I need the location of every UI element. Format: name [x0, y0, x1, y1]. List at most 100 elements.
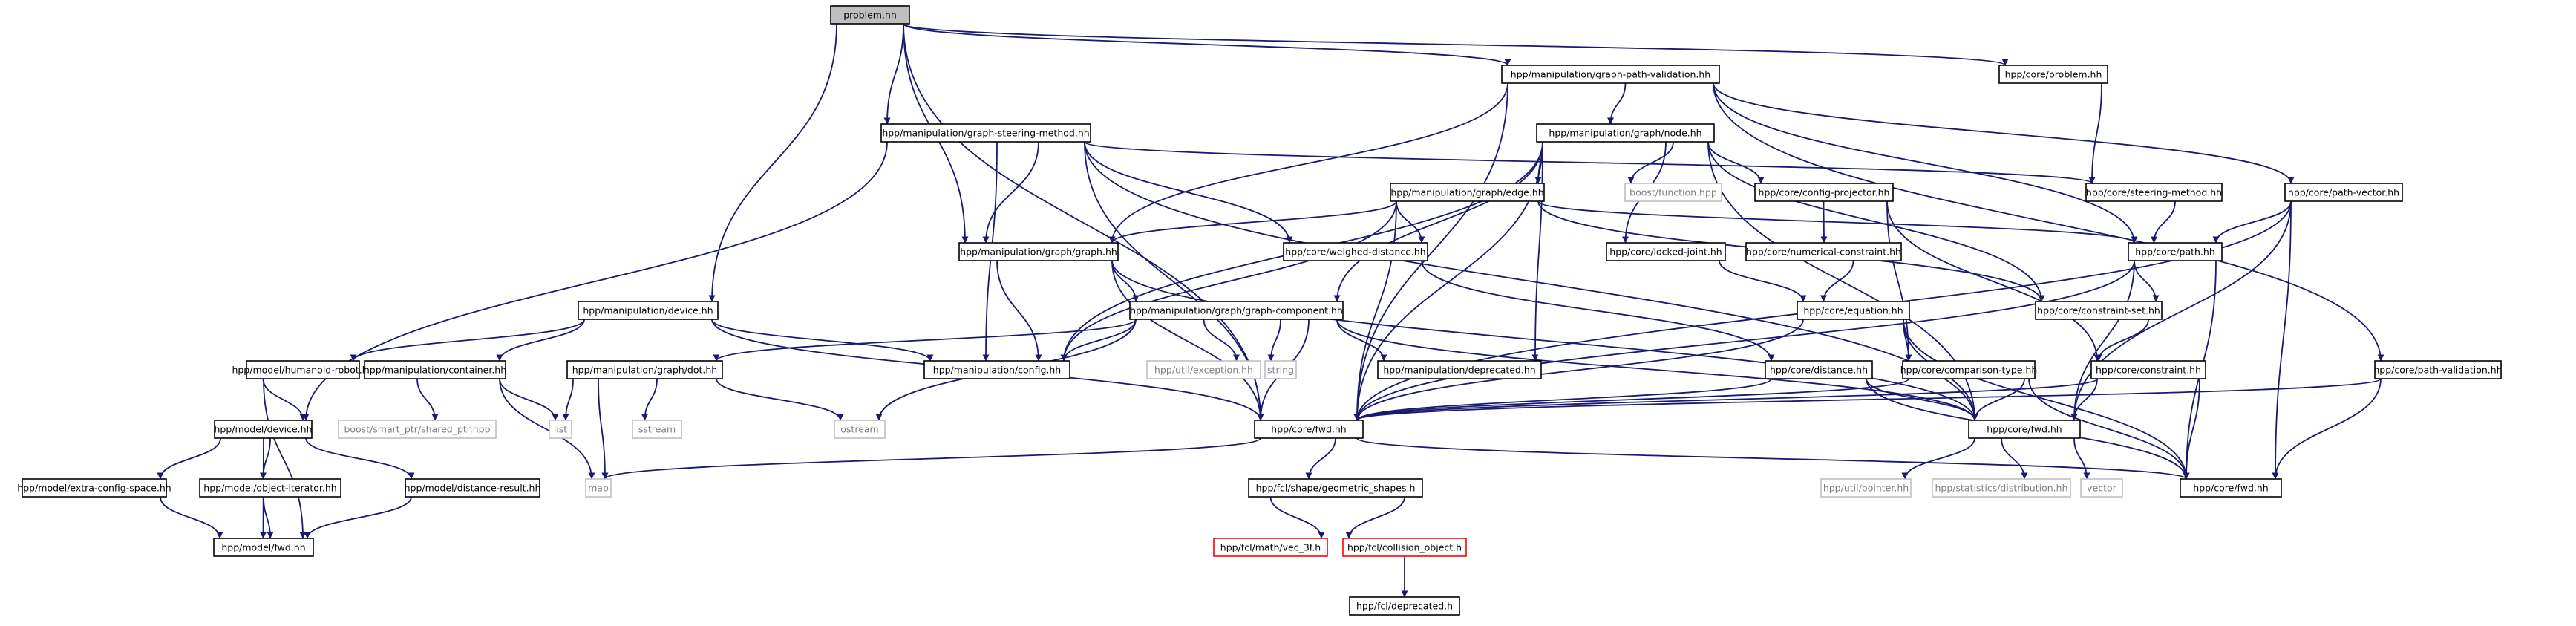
edge-comparison_type-to-core_fwd	[1353, 378, 1909, 421]
node-core_fwd[interactable]: hpp/core/fwd.hh	[1254, 420, 1364, 439]
node-graph_path_validation[interactable]: hpp/manipulation/graph-path-validation.h…	[1501, 65, 1720, 84]
node-core_distance[interactable]: hpp/core/distance.hh	[1765, 360, 1873, 379]
node-list[interactable]: list	[549, 420, 572, 439]
node-manip_deprecated[interactable]: hpp/manipulation/deprecated.hh	[1377, 360, 1542, 379]
node-manip_config[interactable]: hpp/manipulation/config.hh	[923, 360, 1070, 379]
node-statistics_distribution[interactable]: hpp/statistics/distribution.hh	[1932, 478, 2071, 498]
node-box	[1129, 301, 1344, 320]
node-vector[interactable]: vector	[2080, 478, 2123, 498]
edge-core_fwd-to-map	[601, 437, 1261, 480]
edge-constraints_fwd-to-util_pointer	[1901, 437, 1975, 480]
edge-path_validation-to-core_fwd2	[2272, 378, 2382, 480]
edge-core_equation-to-core_fwd2	[1903, 319, 2190, 480]
edge-manip_container-to-boost_shared_ptr	[416, 378, 439, 421]
node-config_projector[interactable]: hpp/core/config-projector.hh	[1754, 183, 1894, 202]
node-box	[1213, 538, 1328, 557]
edge-path_validation-to-core_fwd	[1353, 378, 2382, 421]
node-box	[22, 478, 167, 498]
node-model_device[interactable]: hpp/model/device.hh	[214, 420, 313, 439]
node-box	[405, 478, 540, 498]
node-manip_container[interactable]: hpp/manipulation/container.hh	[364, 360, 506, 379]
node-core_fwd2[interactable]: hpp/core/fwd.hh	[2180, 478, 2282, 498]
node-steering_method[interactable]: hpp/core/steering-method.hh	[2085, 183, 2223, 202]
node-graph_edge[interactable]: hpp/manipulation/graph/edge.hh	[1390, 183, 1545, 202]
node-graph_graph[interactable]: hpp/manipulation/graph/graph.hh	[958, 242, 1119, 261]
node-constraints_fwd[interactable]: hpp/core/fwd.hh	[1968, 420, 2081, 439]
node-box	[1501, 65, 1720, 84]
node-label: hpp/manipulation/graph/graph-component.h…	[1130, 305, 1343, 316]
node-core_constraint[interactable]: hpp/core/constraint.hh	[2090, 360, 2206, 379]
node-fcl_collision_object[interactable]: hpp/fcl/collision_object.h	[1342, 538, 1467, 557]
node-distance_result[interactable]: hpp/model/distance-result.hh	[405, 478, 541, 498]
node-core_equation[interactable]: hpp/core/equation.hh	[1797, 301, 1910, 320]
edge-constraint_set-to-core_constraint	[2095, 319, 2149, 362]
edge-graph_component-to-manip_deprecated	[1336, 319, 1387, 362]
node-label: ostream	[840, 424, 878, 435]
node-weighed_distance[interactable]: hpp/core/weighed-distance.hh	[1283, 242, 1428, 261]
node-path_validation[interactable]: hpp/core/path-validation.hh	[2373, 360, 2503, 379]
node-path_vector[interactable]: hpp/core/path-vector.hh	[2284, 183, 2403, 202]
node-label: hpp/manipulation/device.hh	[583, 305, 713, 316]
node-box	[958, 242, 1119, 261]
edge-core_path-to-constraint_set	[2134, 260, 2160, 302]
node-box	[2080, 478, 2123, 498]
edge-distance_result-to-model_fwd	[304, 496, 412, 539]
node-model_extra_config[interactable]: hpp/model/extra-config-space.hh	[17, 478, 171, 498]
node-fcl_geometric_shapes[interactable]: hpp/fcl/shape/geometric_shapes.h	[1248, 478, 1423, 498]
edge-graph_dot-to-sstream	[641, 378, 658, 421]
node-numerical_constraint[interactable]: hpp/core/numerical-constraint.hh	[1745, 242, 1902, 261]
edge-graph_component-to-string	[1267, 319, 1281, 362]
node-label: hpp/core/constraint.hh	[2096, 365, 2201, 376]
node-box	[364, 360, 506, 379]
node-label: hpp/core/numerical-constraint.hh	[1746, 247, 1901, 258]
node-fcl_deprecated[interactable]: hpp/fcl/deprecated.h	[1349, 596, 1460, 616]
node-model_fwd[interactable]: hpp/model/fwd.hh	[213, 538, 314, 557]
node-problem_hh[interactable]: problem.hh	[830, 5, 910, 25]
node-label: map	[588, 483, 609, 494]
node-core_problem[interactable]: hpp/core/problem.hh	[1998, 65, 2108, 84]
node-label: hpp/fcl/collision_object.h	[1347, 542, 1462, 553]
node-label: hpp/model/extra-config-space.hh	[17, 483, 171, 494]
node-string[interactable]: string	[1264, 360, 1297, 379]
node-box	[578, 301, 719, 320]
node-manip_device[interactable]: hpp/manipulation/device.hh	[578, 301, 719, 320]
node-box	[1349, 596, 1460, 616]
node-core_path[interactable]: hpp/core/path.hh	[2128, 242, 2223, 261]
node-util_exception[interactable]: hpp/util/exception.hh	[1146, 360, 1261, 379]
node-graph_dot[interactable]: hpp/manipulation/graph/dot.hh	[566, 360, 723, 379]
edge-core_path-to-constraints_fwd	[2070, 260, 2135, 421]
node-label: hpp/model/humanoid-robot.hh	[232, 365, 373, 376]
node-box	[2128, 242, 2223, 261]
edge-core_distance-to-constraints_fwd	[1866, 378, 1978, 421]
node-box	[2090, 360, 2206, 379]
edge-model_device-to-object_iterator	[260, 437, 271, 480]
node-constraint_set[interactable]: hpp/core/constraint-set.hh	[2035, 301, 2163, 320]
node-box	[1820, 478, 1912, 498]
node-ostream[interactable]: ostream	[834, 420, 886, 439]
edge-graph_edge-to-core_fwd	[1353, 200, 1397, 421]
node-sstream[interactable]: sstream	[632, 420, 682, 439]
node-locked_joint[interactable]: hpp/core/locked-joint.hh	[1606, 242, 1726, 261]
node-boost_function[interactable]: boost/function.hpp	[1624, 183, 1722, 202]
node-fcl_vec3f[interactable]: hpp/fcl/math/vec_3f.h	[1213, 538, 1328, 557]
node-box	[213, 538, 314, 557]
node-box	[830, 5, 910, 25]
edge-core_constraint-to-core_fwd	[1353, 378, 2098, 421]
node-label: hpp/core/config-projector.hh	[1759, 187, 1890, 198]
node-graph_node[interactable]: hpp/manipulation/graph/node.hh	[1536, 123, 1715, 143]
node-boost_shared_ptr[interactable]: boost/smart_ptr/shared_ptr.hpp	[338, 420, 497, 439]
node-map[interactable]: map	[585, 478, 612, 498]
node-comparison_type[interactable]: hpp/core/comparison-type.hh	[1900, 360, 2038, 379]
node-label: hpp/model/device.hh	[214, 424, 312, 435]
node-box	[1606, 242, 1726, 261]
node-object_iterator[interactable]: hpp/model/object-iterator.hh	[199, 478, 341, 498]
node-box	[1754, 183, 1894, 202]
node-box	[1390, 183, 1545, 202]
node-graph_steering_method[interactable]: hpp/manipulation/graph-steering-method.h…	[880, 123, 1091, 143]
edge-graph_component-to-manip_config	[1060, 319, 1137, 362]
node-humanoid_robot[interactable]: hpp/model/humanoid-robot.hh	[232, 360, 374, 379]
node-graph_component[interactable]: hpp/manipulation/graph/graph-component.h…	[1129, 301, 1344, 320]
node-box	[2035, 301, 2163, 320]
node-util_pointer[interactable]: hpp/util/pointer.hh	[1820, 478, 1912, 498]
node-label: hpp/manipulation/graph/dot.hh	[572, 365, 717, 376]
